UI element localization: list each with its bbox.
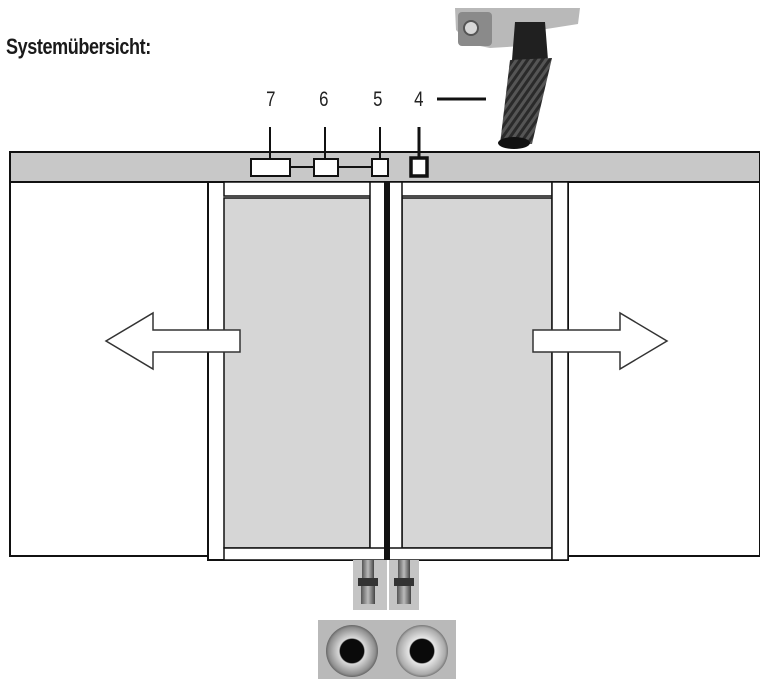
right-door-panel bbox=[387, 181, 569, 561]
threaded-sensor-photo bbox=[455, 8, 580, 149]
label-4: 4 bbox=[414, 88, 424, 111]
component-5 bbox=[371, 158, 389, 177]
floor-bolt-icon bbox=[353, 560, 419, 610]
component-6 bbox=[313, 158, 339, 177]
label-6: 6 bbox=[319, 88, 329, 111]
leader-lines bbox=[269, 127, 421, 159]
arrow-right-icon bbox=[532, 311, 669, 371]
left-door-panel bbox=[207, 181, 387, 561]
label-5: 5 bbox=[373, 88, 383, 111]
center-seam bbox=[384, 182, 390, 560]
floor-plate-icon bbox=[318, 620, 456, 679]
page-title: Systemübersicht: bbox=[6, 34, 151, 59]
component-7 bbox=[250, 158, 291, 177]
label-7: 7 bbox=[266, 88, 276, 111]
component-4 bbox=[409, 156, 429, 178]
arrow-left-icon bbox=[104, 311, 241, 371]
track-components bbox=[250, 156, 429, 178]
